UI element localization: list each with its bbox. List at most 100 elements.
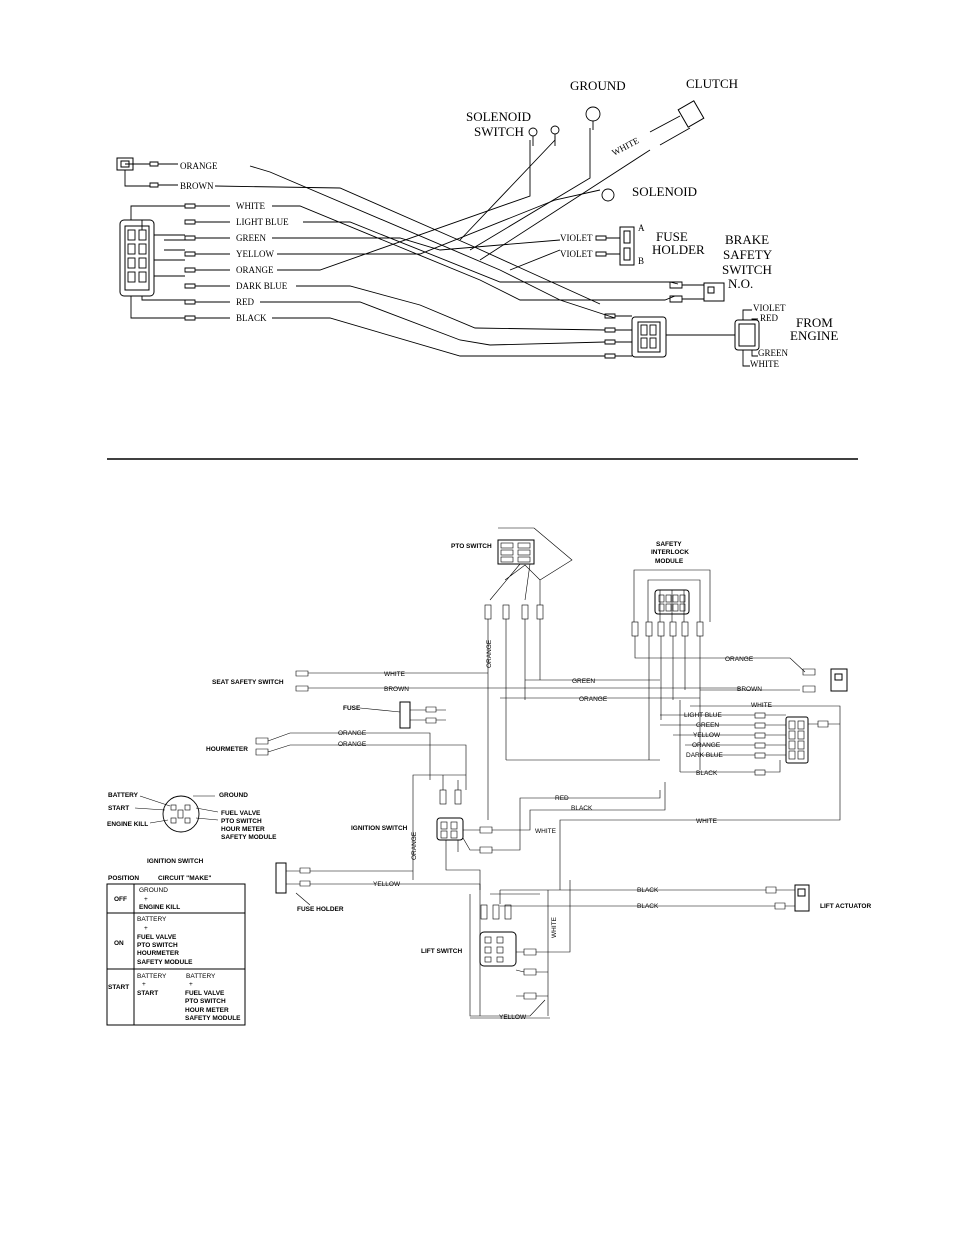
pto-switch: PTO SWITCH (451, 527, 573, 605)
table-cell: FUEL VALVE (185, 990, 225, 997)
wire-label: ORANGE (338, 730, 367, 737)
table-cell: BATTERY (137, 916, 167, 923)
right-eight-pin-connector: LIGHT BLUE GREEN YELLOW ORANGE DARK BLUE… (660, 700, 840, 777)
fuse-holder-top: A B FUSE HOLDER VIOLET VIOLET (560, 223, 705, 266)
wire-label: WHITE (551, 916, 558, 938)
component-label: GROUND (570, 78, 626, 93)
component-label: IGNITION SWITCH (351, 825, 408, 832)
hourmeter: HOURMETER ORANGE ORANGE (206, 730, 467, 790)
component-label: INTERLOCK (651, 549, 689, 556)
table-cell: + (144, 925, 148, 932)
table-cell: BATTERY (137, 973, 167, 980)
wire-label: ORANGE (236, 265, 274, 275)
component-label: N.O. (728, 276, 753, 291)
wire-label: WHITE (750, 359, 779, 369)
mid-wires (500, 679, 700, 761)
component-label: HOLDER (652, 242, 705, 257)
wire-label: YELLOW (499, 1014, 527, 1021)
wire-label: BLACK (696, 770, 718, 777)
table-cell: PTO SWITCH (185, 998, 226, 1005)
wire-label: WHITE (751, 702, 773, 709)
fuse-terminal-b: B (638, 256, 644, 266)
table-cell: FUEL VALVE (137, 934, 177, 941)
wire-label: VIOLET (560, 249, 593, 259)
wire-label: RED (236, 297, 255, 307)
component-label: HOURMETER (206, 746, 248, 753)
component-label: SAFETY (723, 247, 773, 262)
lift-actuator: BLACK BLACK LIFT ACTUATOR (500, 884, 871, 912)
wire-label: ORANGE (411, 831, 418, 860)
wire-label: DARK BLUE (236, 281, 288, 291)
lift-switch: LIFT SWITCH WHITE YELLOW (421, 880, 571, 1021)
table-title: IGNITION SWITCH (147, 858, 204, 865)
wire-label: ORANGE (486, 639, 493, 668)
wire-label: YELLOW (236, 249, 274, 259)
component-label: SWITCH (474, 124, 524, 139)
wire-label: GREEN (572, 678, 595, 685)
left-two-pin-connector (116, 157, 178, 188)
wire-label: WHITE (384, 671, 406, 678)
component-label: FUSE (656, 229, 688, 244)
wire-label: ORANGE (180, 161, 218, 171)
wire-label: BLACK (236, 313, 267, 323)
wire-label: VIOLET (753, 303, 786, 313)
solenoid-switch: SOLENOID SWITCH (466, 109, 560, 146)
table-cell: + (189, 981, 193, 988)
component-label: MODULE (655, 558, 684, 565)
component-label: LIFT ACTUATOR (820, 903, 871, 910)
component-label: LIFT SWITCH (421, 948, 462, 955)
table-cell: START (108, 984, 129, 991)
terminal-label: HOUR METER (221, 826, 265, 833)
ignition-switch-symbol: BATTERY START ENGINE KILL GROUND FUEL VA… (107, 792, 277, 841)
component-label: SEAT SAFETY SWITCH (212, 679, 284, 686)
terminal-label: SAFETY MODULE (221, 834, 277, 841)
wire-label: WHITE (236, 201, 265, 211)
terminal-label: ENGINE KILL (107, 821, 148, 828)
fuse-holder-bottom: YELLOW FUSE HOLDER (275, 862, 481, 1016)
table-cell: START (137, 990, 158, 997)
wire-label: WHITE (610, 135, 641, 158)
wire-label: LIGHT BLUE (236, 217, 289, 227)
terminal-label: PTO SWITCH (221, 818, 262, 825)
top-wire-labels: ORANGE BROWN WHITE LIGHT BLUE GREEN YELL… (180, 161, 289, 323)
table-cell: BATTERY (186, 973, 216, 980)
table-header: POSITION (108, 875, 139, 882)
bottom-schematic: PTO SWITCH SAFETY INTERLOCK MODULE SEAT … (106, 527, 871, 1026)
wire-label: BROWN (180, 181, 214, 191)
component-label: SOLENOID (632, 184, 697, 199)
solenoid-terminal: SOLENOID (601, 184, 697, 202)
table-cell: + (144, 896, 148, 903)
main-eight-pin-connector (119, 203, 230, 321)
brake-safety-switch: BRAKE SAFETY SWITCH N.O. (669, 232, 773, 303)
component-label: BRAKE (725, 232, 769, 247)
wire-label: RED (760, 313, 779, 323)
wire-label: BROWN (737, 686, 762, 693)
terminal-label: GROUND (219, 792, 248, 799)
table-header: CIRCUIT "MAKE" (158, 875, 211, 882)
clutch-connector: CLUTCH WHITE (610, 76, 738, 158)
wire-label: WHITE (535, 828, 557, 835)
table-cell: SAFETY MODULE (137, 959, 193, 966)
safety-interlock-module: SAFETY INTERLOCK MODULE (631, 541, 711, 770)
wire-label: BLACK (571, 805, 593, 812)
wire-label: YELLOW (373, 881, 401, 888)
top-harness-diagram: ORANGE BROWN WHITE LIGHT BLUE GREEN YELL… (116, 76, 838, 369)
wire-label: RED (555, 795, 569, 802)
terminal-label: FUEL VALVE (221, 810, 261, 817)
seat-safety-switch: SEAT SAFETY SWITCH WHITE BROWN (212, 670, 740, 693)
component-label: FROM (796, 315, 833, 330)
table-cell: OFF (114, 896, 127, 903)
wire-label: LIGHT BLUE (684, 712, 722, 719)
table-cell: PTO SWITCH (137, 942, 178, 949)
component-label: FUSE (343, 705, 361, 712)
ignition-switch: IGNITION SWITCH RED BLACK WHITE WHITE OR… (351, 774, 718, 890)
component-label: SOLENOID (466, 109, 531, 124)
wire-label: VIOLET (560, 233, 593, 243)
wire-label: WHITE (696, 818, 718, 825)
terminal-label: BATTERY (108, 792, 139, 799)
fuse-terminal-a: A (638, 223, 645, 233)
table-cell: HOURMETER (137, 950, 179, 957)
table-cell: SAFETY MODULE (185, 1015, 241, 1022)
wire-label: GREEN (758, 348, 788, 358)
